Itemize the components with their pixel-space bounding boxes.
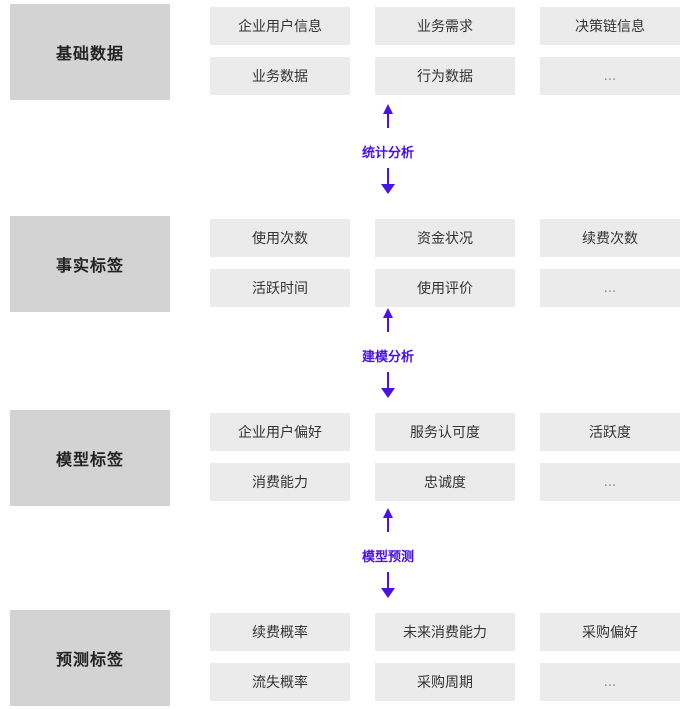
tier-cell: 续费次数 <box>540 219 680 257</box>
tier-label: 事实标签 <box>10 216 170 312</box>
tier-fact-tags: 事实标签 使用次数 资金状况 续费次数 活跃时间 使用评价 ... <box>0 216 692 312</box>
tier-cell: 活跃度 <box>540 413 680 451</box>
connector-label: 统计分析 <box>318 142 458 161</box>
tier-cell-more: ... <box>540 463 680 501</box>
tier-cell-more: ... <box>540 663 680 701</box>
tier-basic-data: 基础数据 企业用户信息 业务需求 决策链信息 业务数据 行为数据 ... <box>0 4 692 100</box>
tier-cell-more: ... <box>540 269 680 307</box>
tier-cell: 采购周期 <box>375 663 515 701</box>
tier-cell: 业务数据 <box>210 57 350 95</box>
connector-label: 模型预测 <box>318 546 458 565</box>
tier-cell: 忠诚度 <box>375 463 515 501</box>
tier-cell: 消费能力 <box>210 463 350 501</box>
tier-cell: 使用次数 <box>210 219 350 257</box>
tier-cell: 采购偏好 <box>540 613 680 651</box>
tier-cell: 企业用户信息 <box>210 7 350 45</box>
tier-cell: 行为数据 <box>375 57 515 95</box>
tier-cell: 决策链信息 <box>540 7 680 45</box>
tier-cell: 未来消费能力 <box>375 613 515 651</box>
tier-cell: 续费概率 <box>210 613 350 651</box>
connector-modeling-analysis: 建模分析 <box>318 306 458 406</box>
connector-label: 建模分析 <box>318 346 458 365</box>
connector-model-prediction: 模型预测 <box>318 506 458 606</box>
tier-cell: 企业用户偏好 <box>210 413 350 451</box>
tier-cell: 流失概率 <box>210 663 350 701</box>
tier-cell: 资金状况 <box>375 219 515 257</box>
tier-cell: 使用评价 <box>375 269 515 307</box>
double-arrow-icon <box>381 308 395 398</box>
tier-cell-more: ... <box>540 57 680 95</box>
tier-cell: 服务认可度 <box>375 413 515 451</box>
double-arrow-icon <box>381 508 395 598</box>
tier-cell: 活跃时间 <box>210 269 350 307</box>
tier-model-tags: 模型标签 企业用户偏好 服务认可度 活跃度 消费能力 忠诚度 ... <box>0 410 692 506</box>
tier-cell: 业务需求 <box>375 7 515 45</box>
tier-prediction-tags: 预测标签 续费概率 未来消费能力 采购偏好 流失概率 采购周期 ... <box>0 610 692 706</box>
tier-label: 模型标签 <box>10 410 170 506</box>
double-arrow-icon <box>381 104 395 194</box>
tier-label: 基础数据 <box>10 4 170 100</box>
tier-label: 预测标签 <box>10 610 170 706</box>
connector-statistical-analysis: 统计分析 <box>318 102 458 202</box>
